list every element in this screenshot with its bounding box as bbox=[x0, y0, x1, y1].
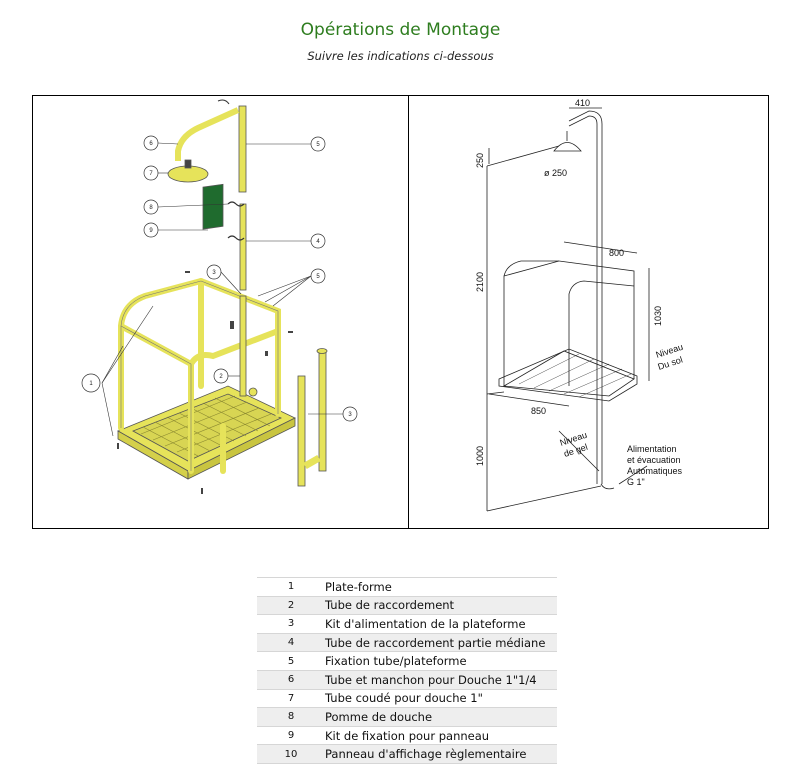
callout-5: 5 bbox=[316, 274, 320, 280]
exploded-view-illustration: 6 7 8 9 3 5 4 5 2 3 1 bbox=[81, 99, 358, 494]
callout-8: 7 bbox=[149, 171, 153, 177]
dim-250-vertical: 250 bbox=[475, 153, 485, 168]
legend-number: 2 bbox=[257, 596, 325, 616]
legend-number: 5 bbox=[257, 651, 325, 671]
legend-label: Panneau d'affichage règlementaire bbox=[325, 744, 557, 764]
callout-4: 4 bbox=[316, 239, 320, 245]
label-alimentation-1: Alimentation bbox=[627, 444, 677, 454]
legend-label: Fixation tube/plateforme bbox=[325, 651, 557, 671]
dim-410: 410 bbox=[575, 98, 590, 108]
legend-label: Pomme de douche bbox=[325, 707, 557, 727]
label-alimentation-2: et évacuation bbox=[627, 455, 681, 465]
tube-6 bbox=[238, 105, 247, 193]
legend-number: 6 bbox=[257, 670, 325, 690]
tube-4 bbox=[239, 203, 247, 291]
callout-10: 9 bbox=[149, 228, 153, 234]
dim-1000: 1000 bbox=[475, 446, 485, 466]
sign-panel-10 bbox=[202, 183, 224, 230]
legend-label: Tube de raccordement bbox=[325, 596, 557, 616]
callout-6: 5 bbox=[316, 142, 320, 148]
page-title: Opérations de Montage bbox=[300, 20, 501, 40]
legend-number: 4 bbox=[257, 633, 325, 653]
callout-9: 8 bbox=[149, 205, 153, 211]
exploded-view-panel: 6 7 8 9 3 5 4 5 2 3 1 bbox=[32, 95, 410, 529]
legend-label: Tube et manchon pour Douche 1"1/4 bbox=[325, 670, 557, 690]
label-alimentation-3: Automatiques bbox=[627, 466, 683, 476]
callout-1: 1 bbox=[89, 381, 93, 387]
page-subtitle: Suivre les indications ci-dessous bbox=[307, 49, 494, 63]
callout-2: 2 bbox=[219, 374, 223, 380]
dim-2100: 2100 bbox=[475, 272, 485, 292]
tube-2 bbox=[239, 295, 247, 397]
supply-pipe-3 bbox=[297, 375, 306, 487]
dim-800: 800 bbox=[609, 248, 624, 258]
dimension-drawing-illustration: 410 250 ø 250 800 2100 1030 850 1000 Niv… bbox=[475, 98, 684, 512]
dim-850: 850 bbox=[531, 406, 546, 416]
label-alimentation-4: G 1" bbox=[627, 477, 645, 487]
legend-number: 1 bbox=[257, 577, 325, 597]
dim-diameter-250: ø 250 bbox=[544, 168, 567, 178]
legend-number: 7 bbox=[257, 689, 325, 709]
legend-label: Tube de raccordement partie médiane bbox=[325, 633, 557, 653]
legend-number: 8 bbox=[257, 707, 325, 727]
legend-number: 10 bbox=[257, 744, 325, 764]
legend-label: Kit de fixation pour panneau bbox=[325, 726, 557, 746]
legend-number: 3 bbox=[257, 614, 325, 634]
dim-1030: 1030 bbox=[653, 306, 663, 326]
legend-label: Tube coudé pour douche 1" bbox=[325, 689, 557, 709]
gooseneck-tube-7 bbox=[175, 107, 240, 161]
callout-3a: 3 bbox=[212, 270, 216, 276]
callout-7: 6 bbox=[149, 141, 153, 147]
callout-3b: 3 bbox=[348, 412, 352, 418]
legend-number: 9 bbox=[257, 726, 325, 746]
legend-label: Plate-forme bbox=[325, 577, 557, 597]
dimension-drawing-panel: 410 250 ø 250 800 2100 1030 850 1000 Niv… bbox=[408, 95, 769, 529]
legend-label: Kit d'alimentation de la plateforme bbox=[325, 614, 557, 634]
